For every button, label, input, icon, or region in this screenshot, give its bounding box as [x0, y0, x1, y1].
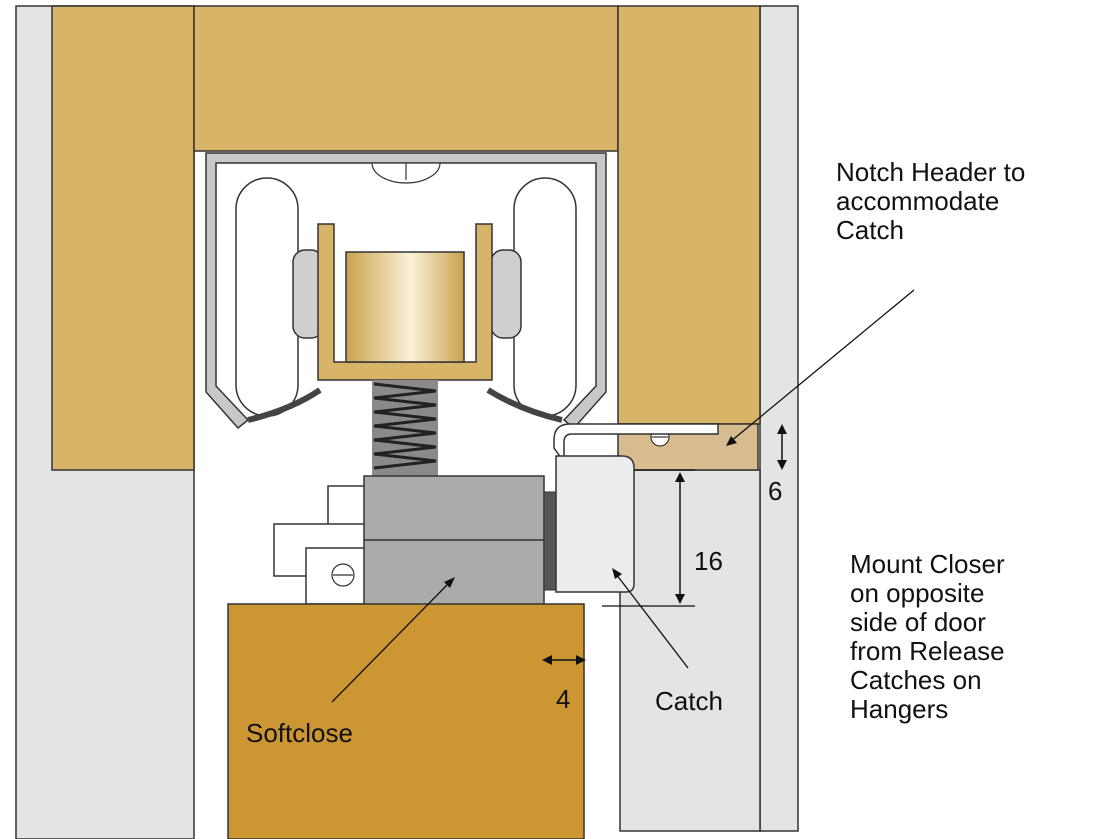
softclose-label: Softclose	[246, 718, 353, 748]
mount-note-line-5: Catches on	[850, 665, 982, 695]
right-hook	[486, 387, 563, 423]
header-top-block	[193, 5, 619, 152]
notch-header-note: Notch Header to accommodate Catch	[836, 158, 1025, 245]
notch-note-line-3: Catch	[836, 215, 904, 245]
dim-16-arrow-up	[675, 472, 685, 482]
right-wheel	[513, 177, 577, 417]
catch-bracket	[553, 423, 719, 465]
track-channel	[205, 152, 607, 430]
catch-leader-arrow	[612, 568, 622, 579]
dim-4-arrow-left	[542, 655, 552, 665]
right-wheel-hub	[490, 249, 522, 339]
spring	[373, 382, 437, 470]
softclose-body	[363, 475, 545, 607]
softclose-leader-line	[331, 581, 451, 703]
right-door-panel	[619, 469, 761, 832]
right-jamb	[759, 5, 799, 832]
dim-6-label: 6	[768, 476, 782, 506]
left-wheel	[235, 177, 299, 417]
header-left-block	[51, 5, 195, 471]
notch-leader-arrow	[726, 436, 737, 446]
catch-label: Catch	[655, 686, 723, 716]
notch-leader-line	[729, 289, 915, 443]
softclose-leader-arrow	[444, 577, 455, 588]
sliding-door	[227, 603, 585, 839]
dim-4-arrow-right	[576, 655, 586, 665]
dim-16-arrow-down	[675, 594, 685, 604]
dim-6-arrow-up	[777, 424, 787, 434]
dim-6-arrow-down	[777, 460, 787, 470]
catch-leader-line	[615, 573, 689, 669]
catch-body	[555, 455, 635, 593]
softclose-damper	[543, 491, 557, 591]
dim-4-label: 4	[556, 684, 570, 714]
spring-coil-path	[373, 382, 437, 470]
header-right-block	[617, 5, 761, 425]
mount-note-line-3: side of door	[850, 607, 986, 637]
notch-note-line-2: accommodate	[836, 186, 1000, 216]
mount-note-line-6: Hangers	[850, 694, 949, 724]
mount-note-line-2: on opposite	[850, 578, 985, 608]
mount-closer-note: Mount Closer on opposite side of door fr…	[850, 550, 1005, 724]
notch-note-line-1: Notch Header to	[836, 157, 1026, 187]
left-hook	[247, 387, 322, 423]
dim-16-label: 16	[694, 546, 723, 576]
mount-note-line-1: Mount Closer	[850, 549, 1005, 579]
brass-roller	[345, 251, 465, 363]
mount-note-line-4: from Release	[850, 636, 1005, 666]
